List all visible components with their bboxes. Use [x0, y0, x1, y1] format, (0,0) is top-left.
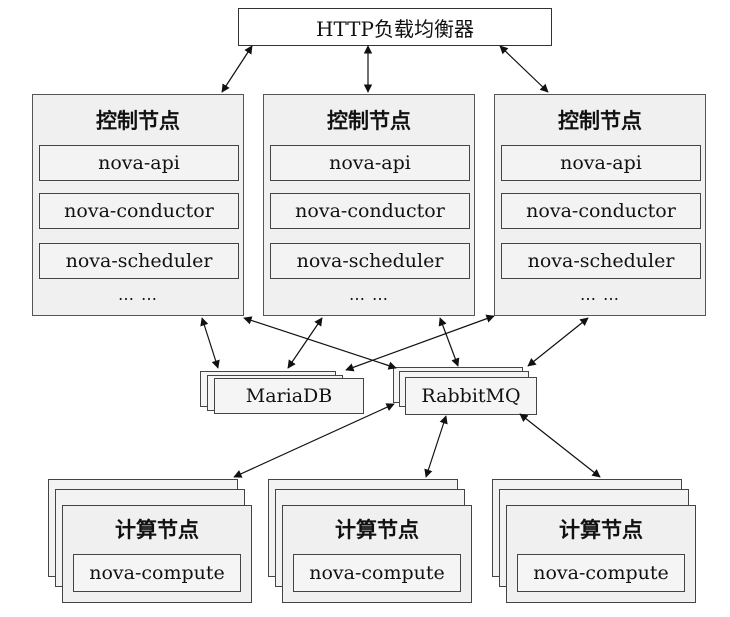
- arrow-lb-control-1: [221, 45, 253, 93]
- mariadb-label: MariaDB: [245, 385, 333, 407]
- control-node-title: 控制节点: [96, 108, 180, 133]
- compute-node-1: 计算节点 nova-compute: [62, 505, 252, 603]
- arrow-rabbitmq-compute-1: [233, 403, 395, 478]
- control-node-title: 控制节点: [558, 108, 642, 133]
- rabbitmq-label: RabbitMQ: [421, 385, 521, 407]
- compute-node-3: 计算节点 nova-compute: [506, 505, 696, 603]
- ellipsis: … …: [579, 285, 621, 304]
- compute-node-2: 计算节点 nova-compute: [282, 505, 472, 603]
- arrow-control3-rabbitmq: [527, 317, 589, 367]
- arrow-control3-mariadb: [345, 314, 495, 372]
- compute-node-title: 计算节点: [115, 517, 199, 542]
- load-balancer-label: HTTP负载均衡器: [316, 16, 474, 41]
- http-load-balancer: HTTP负载均衡器: [238, 8, 552, 46]
- nova-conductor-box: nova-conductor: [39, 193, 239, 229]
- nova-compute-box: nova-compute: [517, 554, 685, 592]
- ellipsis: … …: [348, 285, 390, 304]
- nova-scheduler-box: nova-scheduler: [270, 243, 470, 279]
- compute-node-title: 计算节点: [559, 517, 643, 542]
- arrow-rabbitmq-compute-3: [519, 413, 601, 478]
- arrow-control1-mariadb: [200, 317, 220, 369]
- ellipsis: … …: [117, 285, 159, 304]
- arrow-lb-control-3: [499, 45, 549, 93]
- nova-conductor-box: nova-conductor: [501, 193, 701, 229]
- arrow-rabbitmq-compute-2: [424, 415, 448, 478]
- nova-api-box: nova-api: [39, 145, 239, 181]
- control-node-title: 控制节点: [327, 108, 411, 133]
- compute-node-title: 计算节点: [335, 517, 419, 542]
- control-node-1: 控制节点 nova-api nova-conductor nova-schedu…: [32, 94, 244, 316]
- arrow-control2-rabbitmq: [438, 317, 460, 367]
- nova-compute-box: nova-compute: [73, 554, 241, 592]
- nova-compute-box: nova-compute: [293, 554, 461, 592]
- nova-conductor-box: nova-conductor: [270, 193, 470, 229]
- rabbitmq-box: RabbitMQ: [405, 377, 537, 415]
- control-node-3: 控制节点 nova-api nova-conductor nova-schedu…: [494, 94, 706, 316]
- nova-scheduler-box: nova-scheduler: [501, 243, 701, 279]
- nova-api-box: nova-api: [501, 145, 701, 181]
- nova-scheduler-box: nova-scheduler: [39, 243, 239, 279]
- control-node-2: 控制节点 nova-api nova-conductor nova-schedu…: [263, 94, 475, 316]
- arrow-control2-mariadb: [287, 317, 323, 369]
- nova-api-box: nova-api: [270, 145, 470, 181]
